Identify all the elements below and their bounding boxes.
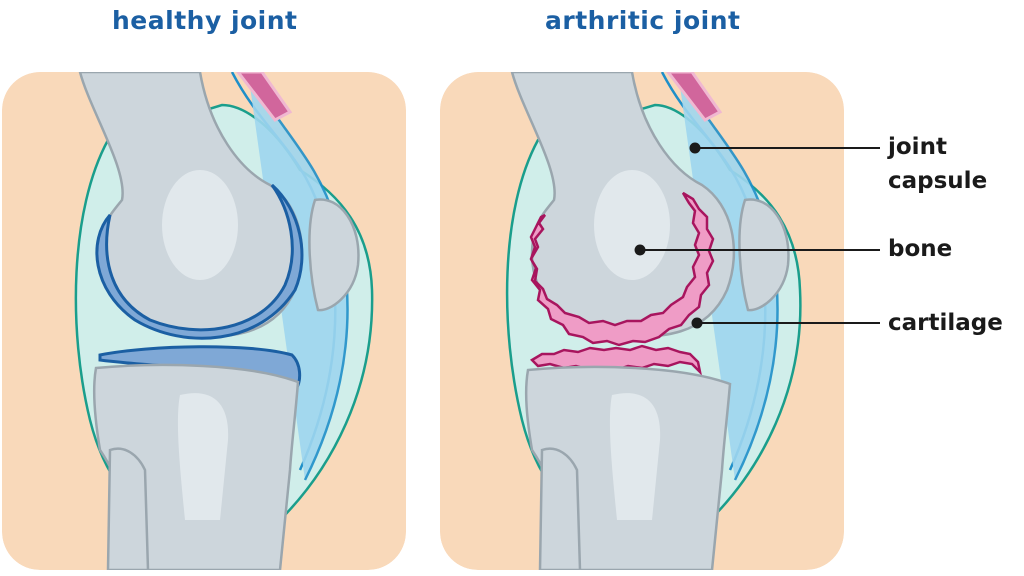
- fibula-bone: [538, 447, 582, 570]
- arthritic-femoral-cartilage: [529, 191, 715, 347]
- cartilage-label: cartilage: [888, 310, 1003, 336]
- joint-capsule-dot: [689, 142, 701, 154]
- bone-label: bone: [888, 236, 953, 262]
- bone-dot: [634, 244, 646, 256]
- healthy-joint-title: healthy joint: [112, 6, 298, 35]
- leader-lines: [634, 142, 880, 329]
- patella: [308, 198, 360, 312]
- cartilage-dot: [691, 317, 703, 329]
- patella: [738, 198, 790, 312]
- muscle: [664, 72, 723, 122]
- arthritic-joint-title: arthritic joint: [545, 6, 741, 35]
- joint-capsule-label: joint capsule: [888, 134, 988, 194]
- fibula-bone: [106, 447, 150, 570]
- arthritic-joint-panel: [440, 72, 844, 570]
- muscle: [234, 72, 293, 122]
- healthy-femoral-cartilage: [95, 183, 304, 340]
- healthy-joint-panel: [2, 72, 406, 570]
